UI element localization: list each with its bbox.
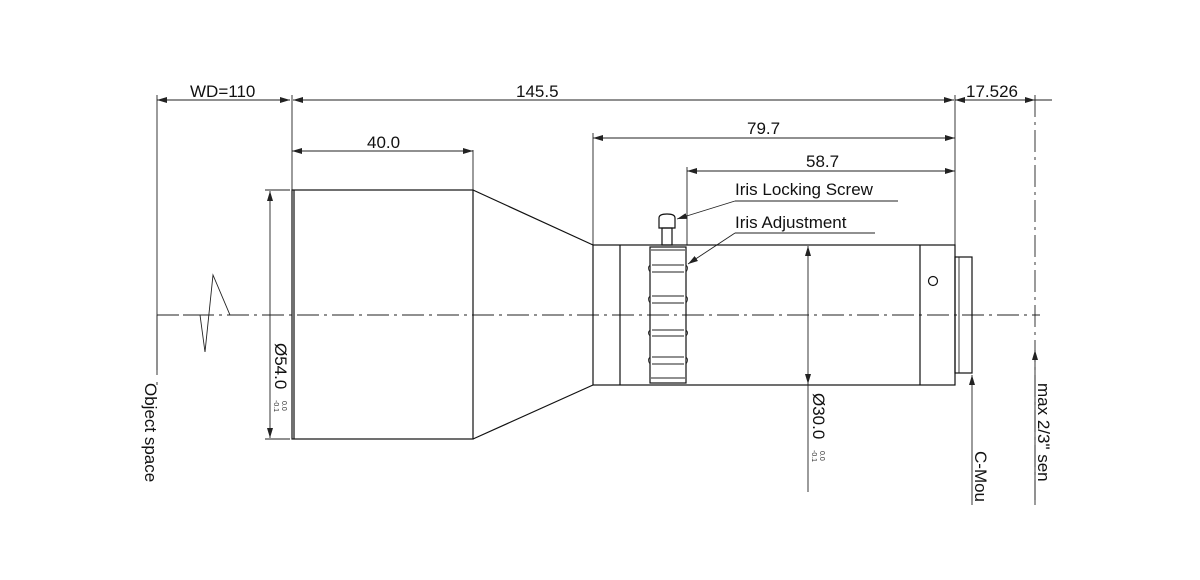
label-c-mount: C-Mou: [971, 451, 990, 502]
tol-lower: -0.1: [272, 400, 279, 412]
break-symbol: [183, 273, 245, 353]
taper-bottom: [472, 384, 594, 440]
label-sensor: max 2/3" sen: [1034, 383, 1053, 482]
tol-upper: 0.0: [280, 401, 287, 411]
callout-iris-locking-screw: Iris Locking Screw: [735, 180, 874, 199]
leader-locking-screw: [676, 200, 736, 220]
lens-body: [291, 189, 973, 440]
tol-lower: -0.1: [810, 450, 817, 462]
dim-front-diameter: Ø54.0: [271, 343, 290, 389]
dim-iris-to-mount: 58.7: [806, 152, 839, 171]
dim-rear-diameter: Ø30.0: [809, 393, 828, 439]
tol-upper: 0.0: [818, 451, 825, 461]
iris-locking-screw: [658, 213, 676, 246]
dim-front-barrel: 40.0: [367, 133, 400, 152]
body-hole: [927, 275, 939, 287]
callout-iris-adjustment: Iris Adjustment: [735, 213, 847, 232]
dim-flange-back: 17.526: [966, 82, 1018, 101]
leader-iris-adjustment: [687, 232, 736, 265]
c-mount-thread: [954, 256, 973, 374]
dim-wd: WD=110: [190, 82, 255, 101]
taper-top: [472, 189, 594, 246]
dim-total: 145.5: [516, 82, 559, 101]
front-barrel: [291, 189, 474, 440]
iris-adjustment-ring: [648, 246, 688, 384]
dim-rear-body: 79.7: [747, 119, 780, 138]
label-object-space: Object space: [141, 383, 160, 482]
